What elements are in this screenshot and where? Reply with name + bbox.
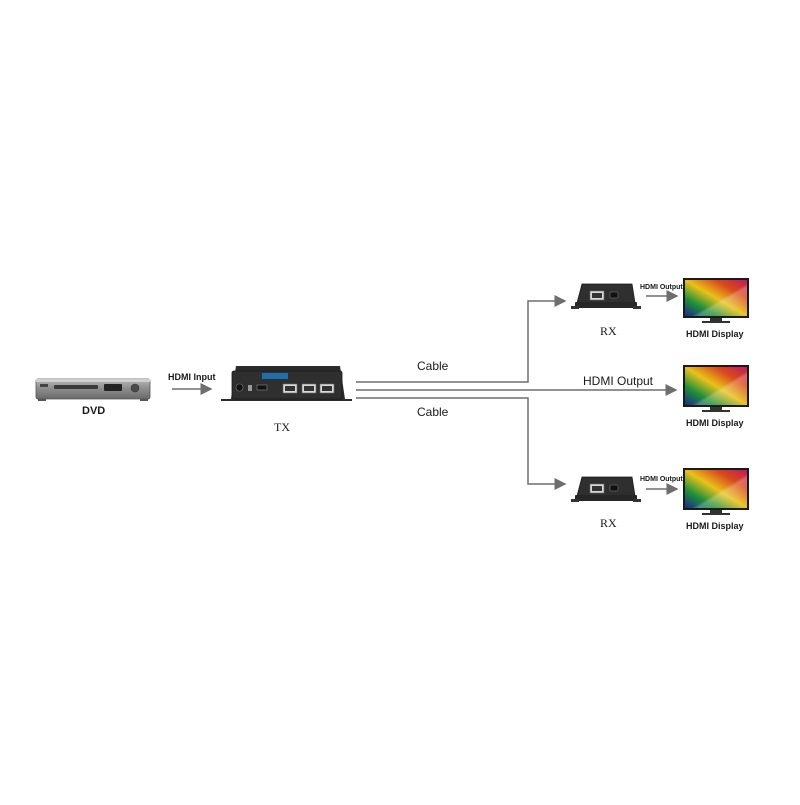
cable-label-top: Cable [417, 359, 449, 373]
receiver-bottom-icon [571, 476, 641, 502]
display-middle-label: HDMI Display [686, 418, 744, 428]
cable-lines [356, 295, 678, 490]
cable-line-top [356, 295, 567, 383]
hdmi-output-label-middle: HDMI Output [583, 374, 654, 388]
rx-top-output-label: HDMI Output [640, 284, 683, 291]
cable-label-bottom: Cable [417, 405, 449, 419]
dvd-player-icon [35, 378, 151, 401]
rx-bottom-label: RX [600, 516, 617, 530]
display-top-icon [683, 278, 749, 323]
tx-label: TX [274, 420, 290, 434]
dvd-label: DVD [82, 405, 106, 417]
display-bottom-icon [683, 468, 749, 515]
hdmi-input-label: HDMI Input [168, 372, 216, 382]
receiver-top-icon [571, 283, 641, 309]
rx-bottom-output-label: HDMI Output [640, 476, 683, 483]
cable-line-bottom [356, 397, 567, 490]
display-middle-icon [683, 365, 749, 412]
rx-top-label: RX [600, 324, 617, 338]
transmitter-icon [221, 366, 352, 401]
display-top-label: HDMI Display [686, 329, 744, 339]
display-bottom-label: HDMI Display [686, 521, 744, 531]
